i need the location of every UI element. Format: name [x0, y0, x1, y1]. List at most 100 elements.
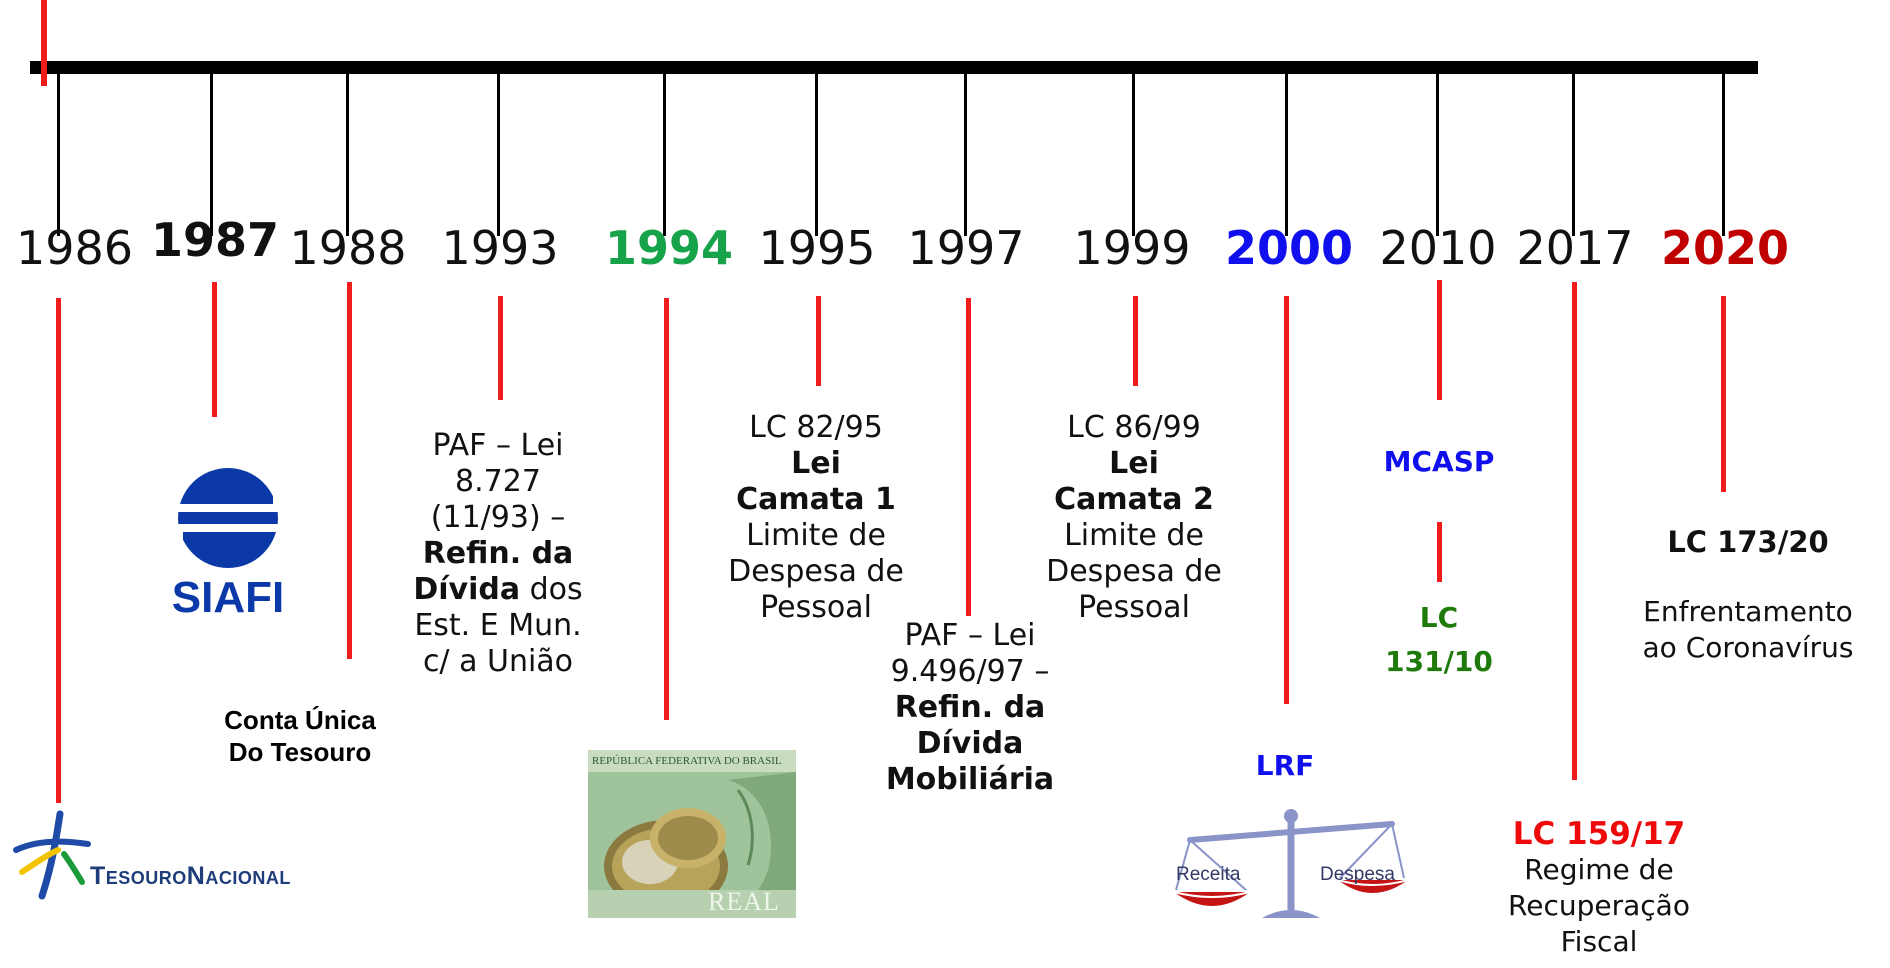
real-banknote-image: REPÚBLICA FEDERATIVA DO BRASIL REAL: [588, 750, 796, 918]
tesouro-nacional-icon: [13, 810, 91, 900]
mcasp-label: MCASP: [1383, 445, 1495, 478]
connector-1997: [966, 298, 971, 616]
connector-2020: [1721, 296, 1726, 492]
year-2000: 2000: [1224, 221, 1354, 275]
year-1987: 1987: [150, 213, 280, 267]
e2020-l2: ao Coronavírus: [1642, 631, 1854, 664]
timeline-axis: [30, 61, 1758, 74]
lc-131-line1: LC: [1419, 601, 1459, 634]
tesouro-nacional-logo: TesouroNacional: [12, 810, 322, 900]
tick-1999: [1132, 72, 1135, 236]
e1993-l5b: dos: [520, 572, 583, 607]
scale-receita-label: Receita: [1176, 864, 1241, 885]
conta-unica-line1: Conta Única: [224, 705, 376, 735]
e2020-l1: Enfrentamento: [1643, 595, 1853, 628]
connector-2017: [1572, 282, 1577, 780]
connector-1994: [664, 298, 669, 720]
year-1988: 1988: [289, 221, 407, 275]
lrf-title: LRF: [1255, 749, 1315, 782]
tesouro-label: Tesouro: [90, 862, 187, 890]
connector-1988: [347, 282, 352, 659]
year-2010: 2010: [1379, 221, 1497, 275]
tick-1994: [663, 72, 666, 236]
e1993-l6: Est. E Mun.: [414, 608, 582, 643]
e2017-l3: Fiscal: [1560, 925, 1638, 958]
tick-1995: [815, 72, 818, 236]
e1993-l7: c/ a União: [422, 644, 574, 679]
e1999-l4: Limite de: [1064, 518, 1204, 553]
year-1995: 1995: [758, 221, 876, 275]
event-2020-text: LC 173/20 Enfrentamento ao Coronavírus: [1606, 524, 1890, 666]
e1993-l1: PAF – Lei: [432, 428, 564, 463]
year-2017: 2017: [1516, 221, 1634, 275]
e1999-l1: LC 86/99: [1067, 410, 1201, 445]
siafi-label: SIAFI: [171, 573, 285, 622]
conta-unica-label: Conta Única Do Tesouro: [190, 704, 410, 768]
e2017-title: LC 159/17: [1512, 816, 1686, 852]
banknote-top-text: REPÚBLICA FEDERATIVA DO BRASIL: [592, 755, 782, 767]
tick-2017: [1572, 72, 1575, 236]
e1999-l3: Camata 2: [1054, 482, 1214, 517]
e1999-l5: Despesa de: [1046, 554, 1222, 589]
conta-unica-line2: Do Tesouro: [228, 737, 372, 767]
connector-2010-lower: [1437, 522, 1442, 582]
e1997-l3: Refin. da: [894, 690, 1046, 725]
scale-icon: [1173, 809, 1409, 918]
e1993-l3: (11/93) –: [430, 500, 566, 535]
e1997-l5: Mobiliária: [885, 762, 1055, 797]
year-1997: 1997: [907, 221, 1025, 275]
connector-1995: [816, 296, 821, 386]
connector-1987: [212, 282, 217, 417]
connector-2010-upper: [1437, 280, 1442, 400]
year-1986: 1986: [16, 221, 134, 275]
e2017-l1: Regime de: [1524, 853, 1674, 886]
tick-2010: [1436, 72, 1439, 236]
e1997-l4: Dívida: [916, 726, 1024, 761]
tick-2000: [1285, 72, 1288, 236]
tick-2020: [1722, 72, 1725, 236]
e1993-l2: 8.727: [455, 464, 541, 499]
connector-1999: [1133, 296, 1138, 386]
connector-2000: [1284, 296, 1289, 704]
e1999-l2: Lei: [1109, 446, 1159, 481]
event-1997-text: PAF – Lei 9.496/97 – Refin. da Dívida Mo…: [870, 618, 1070, 798]
lrf-scale-illustration: Receita Despesa: [1172, 806, 1410, 924]
e1995-l6: Pessoal: [760, 590, 872, 625]
event-1993-text: PAF – Lei 8.727 (11/93) – Refin. da Dívi…: [398, 428, 598, 680]
scale-despesa-label: Despesa: [1320, 864, 1395, 885]
siafi-logo: SIAFI: [148, 462, 308, 622]
e1999-l6: Pessoal: [1078, 590, 1190, 625]
connector-1993: [498, 296, 503, 400]
year-2020: 2020: [1660, 221, 1790, 275]
year-1993: 1993: [441, 221, 559, 275]
e1993-l5a: Dívida: [413, 572, 521, 607]
e2020-title: LC 173/20: [1667, 525, 1829, 559]
year-1999: 1999: [1073, 221, 1191, 275]
e1995-l3: Camata 1: [736, 482, 896, 517]
event-1995-text: LC 82/95 Lei Camata 1 Limite de Despesa …: [716, 410, 916, 626]
tick-1997: [964, 72, 967, 236]
e1995-l4: Limite de: [746, 518, 886, 553]
lc-131-label: LC 131/10: [1364, 596, 1514, 684]
e2017-l2: Recuperação: [1508, 889, 1690, 922]
e1995-l1: LC 82/95: [749, 410, 883, 445]
event-1999-text: LC 86/99 Lei Camata 2 Limite de Despesa …: [1034, 410, 1234, 626]
tick-1987: [210, 72, 213, 236]
e1995-l5: Despesa de: [728, 554, 904, 589]
nacional-label: Nacional: [186, 862, 291, 890]
banknote-real-text: REAL: [708, 887, 780, 916]
year-1994: 1994: [604, 221, 734, 275]
timeline-origin-marker: [41, 0, 47, 86]
tick-1986: [57, 72, 60, 236]
event-2017-text: LC 159/17 Regime de Recuperação Fiscal: [1474, 816, 1724, 960]
tick-1993: [497, 72, 500, 236]
connector-1986: [56, 298, 61, 803]
lc-131-line2: 131/10: [1385, 645, 1493, 678]
siafi-icon: [163, 468, 293, 568]
tick-1988: [346, 72, 349, 236]
e1993-l4: Refin. da: [422, 536, 574, 571]
e1997-l2: 9.496/97 –: [890, 654, 1050, 689]
e1993-l5: Dívida dos: [398, 572, 598, 608]
e1997-l1: PAF – Lei: [904, 618, 1036, 653]
e1995-l2: Lei: [791, 446, 841, 481]
